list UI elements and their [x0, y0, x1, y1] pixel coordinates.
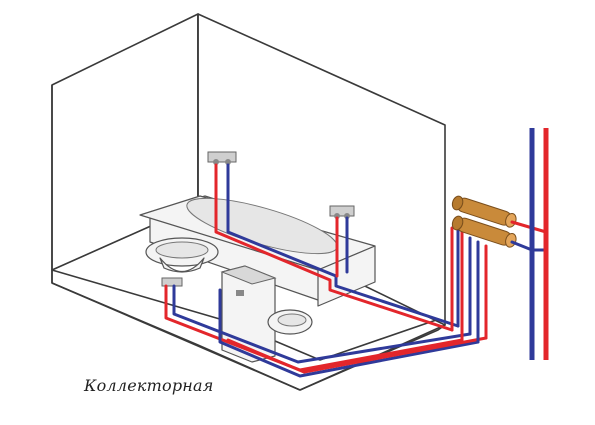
toilet-flush-button	[236, 290, 244, 296]
cold-feed	[510, 240, 548, 252]
hot-pipe-sink	[164, 284, 464, 372]
toilet-bowl-inner	[277, 313, 307, 327]
washbasin-icon	[145, 237, 219, 273]
cold-pipe-toilet	[218, 288, 480, 378]
sink-tap-icon	[161, 277, 183, 287]
diagram-caption: Коллекторная	[84, 376, 214, 395]
hot-feed	[510, 220, 548, 234]
washbasin-pedestal	[159, 257, 205, 273]
hot-pipe-toilet-alt	[226, 336, 488, 374]
hot-pipe-bath-wall	[214, 163, 454, 332]
washbasin-inner	[155, 241, 209, 259]
toilet-tank-top	[220, 265, 277, 285]
manifold-icon	[451, 195, 517, 248]
cold-pipe-sink	[172, 284, 472, 364]
pipe-network	[164, 163, 488, 378]
bath-faucet-icon	[329, 205, 355, 219]
faucet-icon	[207, 151, 237, 165]
